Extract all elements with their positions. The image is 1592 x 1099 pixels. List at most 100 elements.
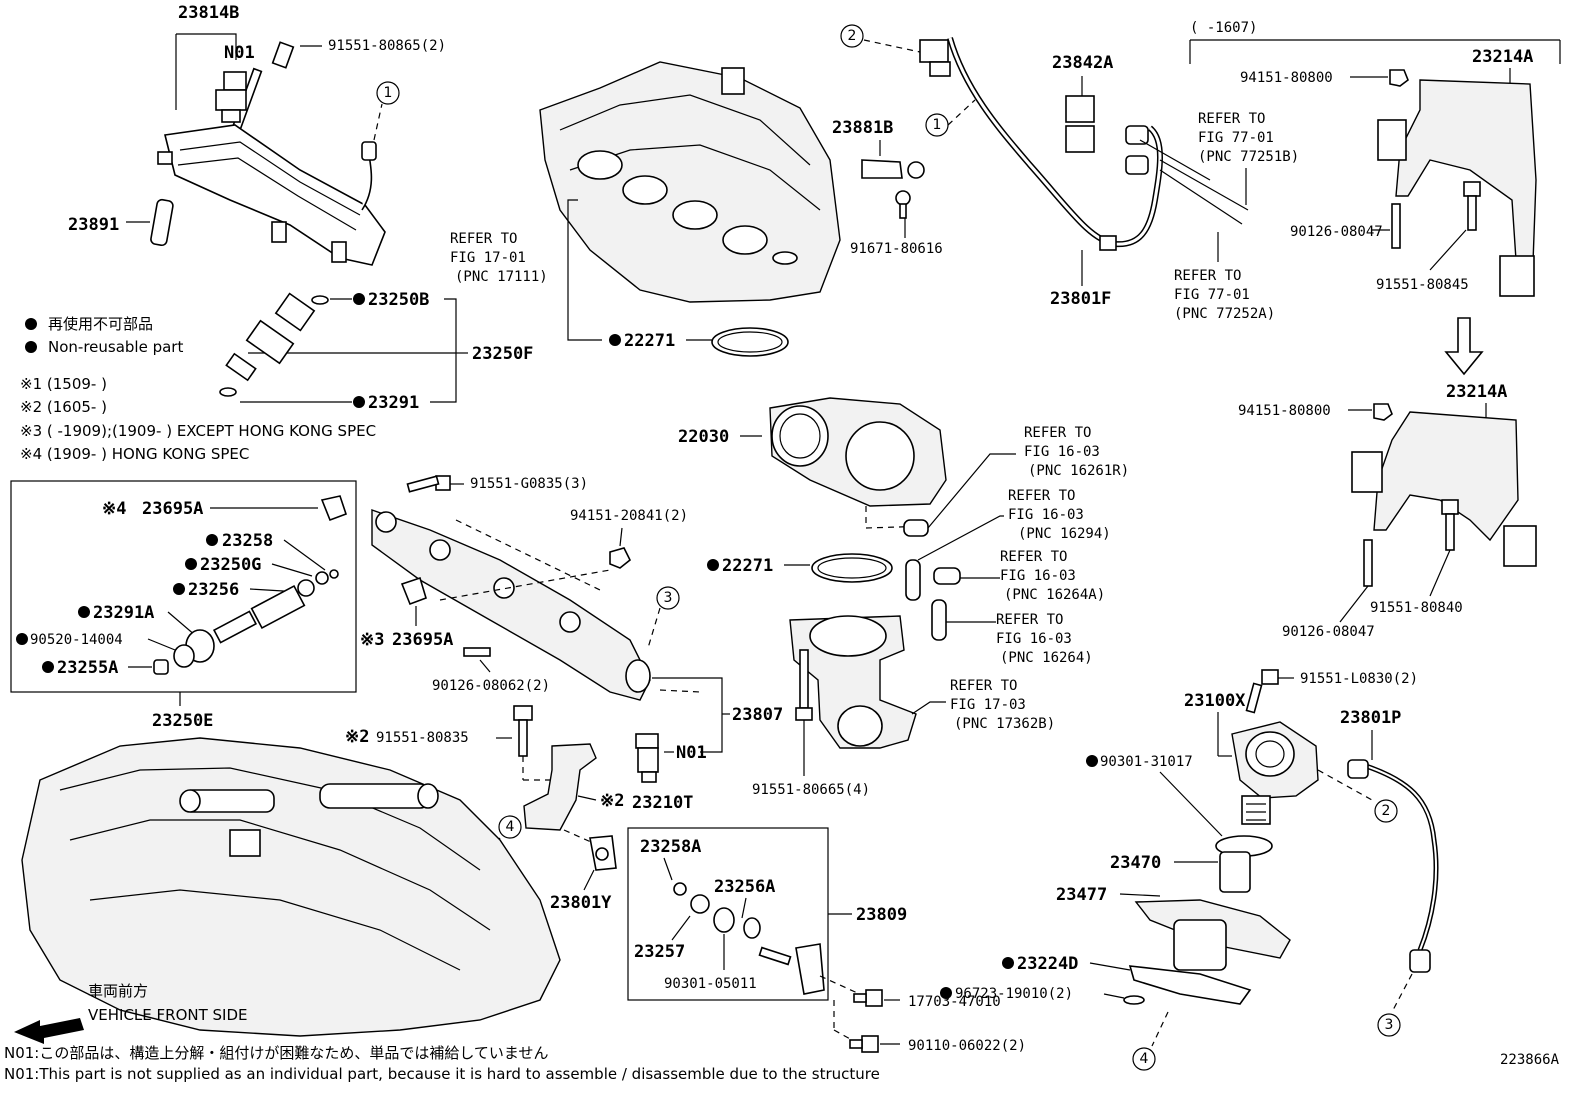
callout-3a (656, 586, 680, 610)
hose-icon (933, 567, 961, 585)
refer-7701b-b: FIG 77-01 (1174, 287, 1250, 303)
lifter-icon (1219, 851, 1251, 893)
nut-icon (1389, 69, 1409, 87)
callout-1b-text: 1 (933, 117, 942, 133)
label-23214A-bot: 23214A (1446, 382, 1507, 402)
callout-1a-text: 1 (384, 85, 393, 101)
refer-1603a-b: FIG 16-03 (1024, 444, 1100, 460)
label-n01-top: N01 (224, 43, 255, 63)
refer-1603a-a: REFER TO (1024, 425, 1091, 441)
arrow-down-icon (1444, 317, 1484, 376)
legend-note-3: ※3 ( -1909);(1909- ) EXCEPT HONG KONG SP… (20, 422, 376, 440)
group-intake-manifold: REFER TO FIG 17-01 (PNC 17111) 22271 (450, 61, 841, 357)
label-91551-80665: 91551-80665(4) (752, 782, 870, 798)
nut-icon (1373, 403, 1393, 421)
label-23257: 23257 (634, 942, 685, 962)
label-23470: 23470 (1110, 853, 1161, 873)
refer-7701a-c: (PNC 77251B) (1198, 149, 1299, 165)
hose-icon (905, 559, 921, 601)
label-range-1607: ( -1607) (1190, 20, 1257, 36)
label-22271-top: 22271 (624, 331, 675, 351)
mark-x3: ※3 (360, 630, 384, 650)
label-91551-80840: 91551-80840 (1370, 600, 1463, 616)
label-90301-05011: 90301-05011 (664, 976, 757, 992)
refer-1603c-c: (PNC 16264A) (1004, 587, 1105, 603)
refer-7701b-a: REFER TO (1174, 268, 1241, 284)
label-23250G: 23250G (200, 555, 261, 575)
label-n01-mid: N01 (676, 743, 707, 763)
circle-callouts: 1 2 1 3 4 2 3 4 (376, 24, 1401, 1071)
hose-icon (903, 519, 929, 537)
bracket-icon (861, 159, 903, 179)
o-ring-icon (1123, 995, 1145, 1005)
callout-1a (376, 81, 400, 105)
clip-icon (1065, 95, 1095, 153)
refer-1603a-c: (PNC 16261R) (1028, 463, 1129, 479)
label-23809: 23809 (856, 905, 907, 925)
engine-block (21, 737, 561, 1037)
label-90126-08047-top: 90126-08047 (1290, 224, 1383, 240)
callout-4b (1132, 1047, 1156, 1071)
callout-2a-text: 2 (848, 28, 857, 44)
refer-7701a-b: FIG 77-01 (1198, 130, 1274, 146)
group-bracket-bottom: 23214A 94151-80800 91551-80840 90126-080… (1238, 382, 1537, 640)
label-23801Y: 23801Y (550, 893, 612, 913)
label-23814B: 23814B (178, 3, 239, 23)
front-label-jp: 車両前方 (88, 982, 148, 1000)
label-91551-80845: 91551-80845 (1376, 277, 1469, 293)
label-91551-80835: 91551-80835 (376, 730, 469, 746)
bolt-icon (1245, 669, 1279, 714)
bolt-icon (849, 1035, 879, 1053)
group-fuel-rail-upper: 23814B N01 91551-80865(2) (68, 3, 446, 266)
bolt-icon (1441, 499, 1459, 551)
legend-note-2: ※2 (1605- ) (20, 398, 107, 416)
label-90520-14004: 90520-14004 (30, 632, 123, 648)
seal-icon (690, 894, 710, 914)
label-94151-80800-top: 94151-80800 (1240, 70, 1333, 86)
label-90126-08047-bot: 90126-08047 (1282, 624, 1375, 640)
refer-1701-b: FIG 17-01 (450, 250, 526, 266)
pipe-end-icon (1125, 125, 1149, 175)
group-throttle-body: 22030 22271 REFER TO FIG 16-03 (PNC 1626… (678, 397, 1129, 798)
diagram-id: 223866A (1500, 1052, 1560, 1068)
refer-1703-a: REFER TO (950, 678, 1017, 694)
group-fuel-pipe-23801F: 23842A 23881B 91671-80616 23801F REFER T… (832, 37, 1299, 322)
mark-x2-bot: ※2 (600, 791, 624, 811)
refer-7701b-c: (PNC 77252A) (1174, 306, 1275, 322)
hose-icon (931, 599, 947, 641)
callout-4a-text: 4 (506, 819, 515, 835)
label-23258: 23258 (222, 531, 273, 551)
bolt-icon (1463, 181, 1481, 231)
fuel-rail-low-icon (371, 509, 651, 701)
refer-1703-b: FIG 17-03 (950, 697, 1026, 713)
refer-1701-a: REFER TO (450, 231, 517, 247)
label-23100X: 23100X (1184, 691, 1246, 711)
gasket-icon (1128, 965, 1252, 1005)
footnote-jp: N01:この部品は、構造上分解・組付けが困難なため、単品では補給していません (4, 1044, 548, 1062)
pump-bracket-icon (523, 743, 597, 831)
label-90110-06022: 90110-06022(2) (908, 1038, 1026, 1054)
label-23801F: 23801F (1050, 289, 1111, 309)
stud-icon (799, 649, 809, 709)
label-23255A: 23255A (57, 658, 118, 678)
pressure-sensor-icon (635, 733, 659, 783)
refer-1603c-a: REFER TO (1000, 549, 1067, 565)
legend-nonreusable-en: Non-reusable part (48, 338, 183, 356)
label-23258A: 23258A (640, 837, 701, 857)
group-fuel-rail-23807: 91551-G0835(3) 94151-20841(2) ※3 23695A … (360, 475, 783, 813)
callout-3b (1377, 1013, 1401, 1037)
injector-icon (219, 292, 329, 397)
legend: 再使用不可部品 Non-reusable part ※1 (1509- ) ※2… (20, 315, 376, 463)
bolt-icon (406, 475, 451, 493)
label-23291A: 23291A (93, 603, 154, 623)
label-91671-80616: 91671-80616 (850, 241, 943, 257)
label-23477: 23477 (1056, 885, 1107, 905)
label-90126-08062: 90126-08062(2) (432, 678, 550, 694)
bolt-icon (513, 705, 533, 757)
refer-1603b-a: REFER TO (1008, 488, 1075, 504)
seal-icon (673, 882, 687, 896)
arrow-left-icon (14, 1018, 84, 1044)
label-23695A-top: 23695A (142, 499, 203, 519)
label-96723-19010: 96723-19010(2) (955, 986, 1073, 1002)
label-94151-20841: 94151-20841(2) (570, 508, 688, 524)
